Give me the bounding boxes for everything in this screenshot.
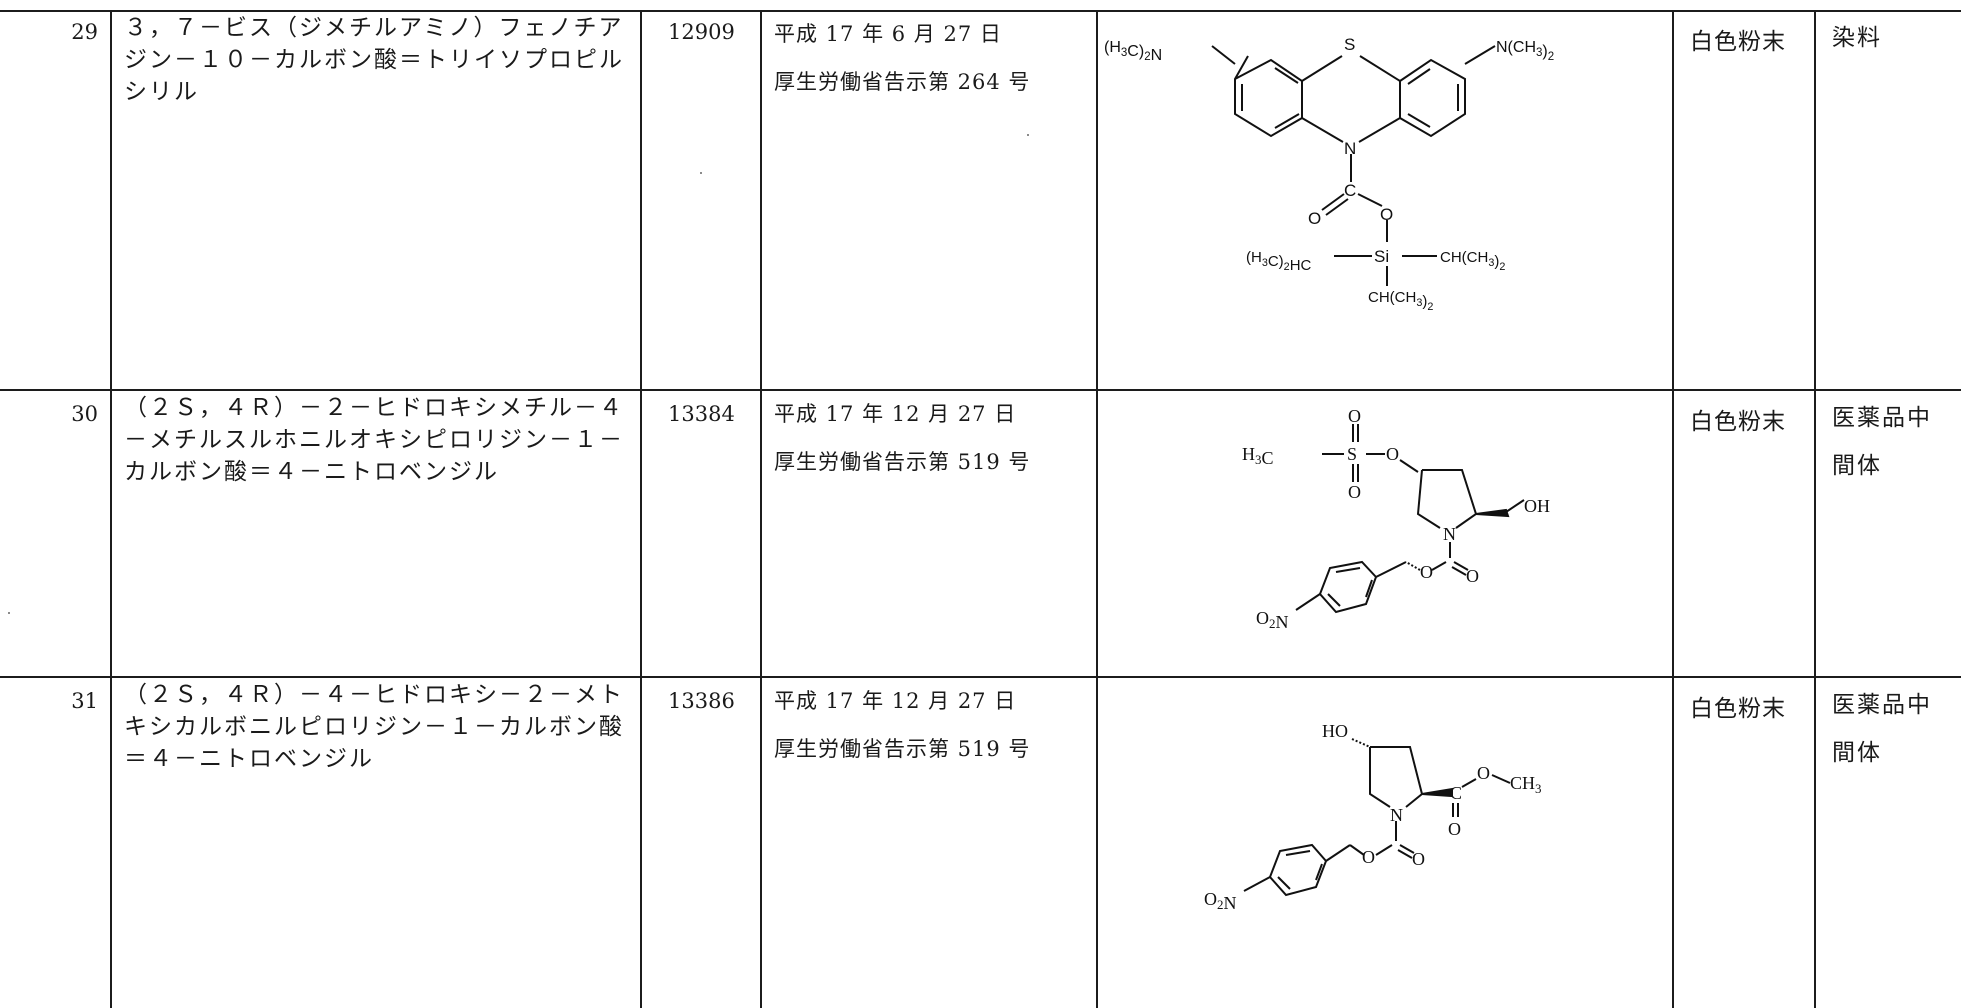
label-nitro: O2N xyxy=(1204,889,1236,913)
label-ring-nitrogen: N xyxy=(1344,139,1356,158)
label-ester-carbonyl-oxygen: O xyxy=(1448,819,1461,839)
notice-date: 平成 17 年 12 月 27 日 xyxy=(774,689,1017,713)
notice-date: 平成 17 年 12 月 27 日 xyxy=(774,402,1017,426)
column-divider xyxy=(640,10,642,1008)
label-isopropyl-right: CH(CH3)2 xyxy=(1440,249,1505,273)
notice-date-block: 平成 17 年 12 月 27 日 厚生労働省告示第 519 号 xyxy=(774,677,1094,773)
registration-number: 13386 xyxy=(668,689,735,713)
label-sulfonyl-oxygen-bottom: O xyxy=(1348,482,1361,502)
row-number: 29 xyxy=(71,20,98,44)
label-nitro: O2N xyxy=(1256,608,1288,632)
notice-number: 厚生労働省告示第 264 号 xyxy=(774,70,1031,94)
scan-speck xyxy=(700,172,702,174)
notice-number: 厚生労働省告示第 519 号 xyxy=(774,450,1031,474)
appearance: 白色粉末 xyxy=(1690,29,1786,55)
label-ester-oxygen: O xyxy=(1420,562,1433,582)
notice-date-block: 平成 17 年 6 月 27 日 厚生労働省告示第 264 号 xyxy=(774,10,1094,106)
row-divider xyxy=(0,676,1961,678)
label-ether-oxygen: O xyxy=(1386,444,1399,464)
use: 医薬品中間体 xyxy=(1832,405,1932,479)
column-divider xyxy=(1672,10,1674,1008)
registration-number: 12909 xyxy=(668,20,735,44)
label-isopropyl-bottom: CH(CH3)2 xyxy=(1368,289,1433,313)
notice-date: 平成 17 年 6 月 27 日 xyxy=(774,22,1002,46)
label-methyl: H3C xyxy=(1242,444,1274,468)
appearance: 白色粉末 xyxy=(1690,696,1786,722)
column-divider xyxy=(110,10,112,1008)
column-divider xyxy=(760,10,762,1008)
label-carbonyl-carbon: C xyxy=(1344,181,1356,200)
label-ring-nitrogen: N xyxy=(1390,805,1403,825)
label-ring-nitrogen: N xyxy=(1443,524,1456,544)
label-ester-oxygen: O xyxy=(1477,763,1490,783)
use: 医薬品中間体 xyxy=(1832,692,1932,766)
label-methyl: CH3 xyxy=(1510,773,1542,796)
use: 染料 xyxy=(1832,25,1882,51)
label-sulfur: S xyxy=(1347,444,1357,464)
label-carbonyl-oxygen: O xyxy=(1308,209,1321,228)
structure-phenothiazine: (H3C)2N N(CH3)2 S N C O O Si (H3C)2HC CH… xyxy=(1104,35,1554,313)
row-number: 30 xyxy=(71,402,98,426)
label-silicon: Si xyxy=(1374,247,1389,266)
label-sulfonyl-oxygen-top: O xyxy=(1348,406,1361,426)
label-carbamate-carbonyl-oxygen: O xyxy=(1412,849,1425,869)
notice-number: 厚生労働省告示第 519 号 xyxy=(774,737,1031,761)
structure-pyrrolidine-ester: HO N C O CH3 O O O O2N xyxy=(1204,721,1542,913)
label-ester-carbon: C xyxy=(1450,783,1462,803)
column-divider xyxy=(1096,10,1098,1008)
row-number: 31 xyxy=(71,689,98,713)
row-divider xyxy=(0,389,1961,391)
label-hydroxyl: HO xyxy=(1322,721,1348,741)
substance-name: （２Ｓ，４Ｒ）－４－ヒドロキシ－２－メトキシカルボニルピロリジン－１－カルボン酸… xyxy=(124,682,624,772)
registration-number: 13384 xyxy=(668,402,735,426)
scan-speck xyxy=(8,612,10,614)
substance-name: （２Ｓ，４Ｒ）－２－ヒドロキシメチル－４－メチルスルホニルオキシピロリジン－１－… xyxy=(124,395,624,485)
label-isopropyl-left: (H3C)2HC xyxy=(1246,249,1312,274)
label-dimethylamino-right: N(CH3)2 xyxy=(1496,39,1554,63)
scan-speck xyxy=(1027,134,1029,136)
structure-pyrrolidine-mesylate: H3C S O O O N OH O O O2N xyxy=(1242,406,1550,632)
label-hydroxyl: OH xyxy=(1524,496,1550,516)
label-carbonyl-oxygen: O xyxy=(1466,566,1479,586)
notice-date-block: 平成 17 年 12 月 27 日 厚生労働省告示第 519 号 xyxy=(774,390,1094,486)
label-sulfur: S xyxy=(1344,35,1355,54)
substance-name: ３，７－ビス（ジメチルアミノ）フェノチアジン－１０－カルボン酸＝トリイソプロピル… xyxy=(124,15,624,105)
label-ester-oxygen: O xyxy=(1380,205,1393,224)
table-top-rule xyxy=(0,10,1961,12)
label-dimethylamino-left: (H3C)2N xyxy=(1104,39,1162,64)
appearance: 白色粉末 xyxy=(1690,409,1786,435)
label-carbamate-oxygen: O xyxy=(1362,847,1375,867)
column-divider xyxy=(1814,10,1816,1008)
